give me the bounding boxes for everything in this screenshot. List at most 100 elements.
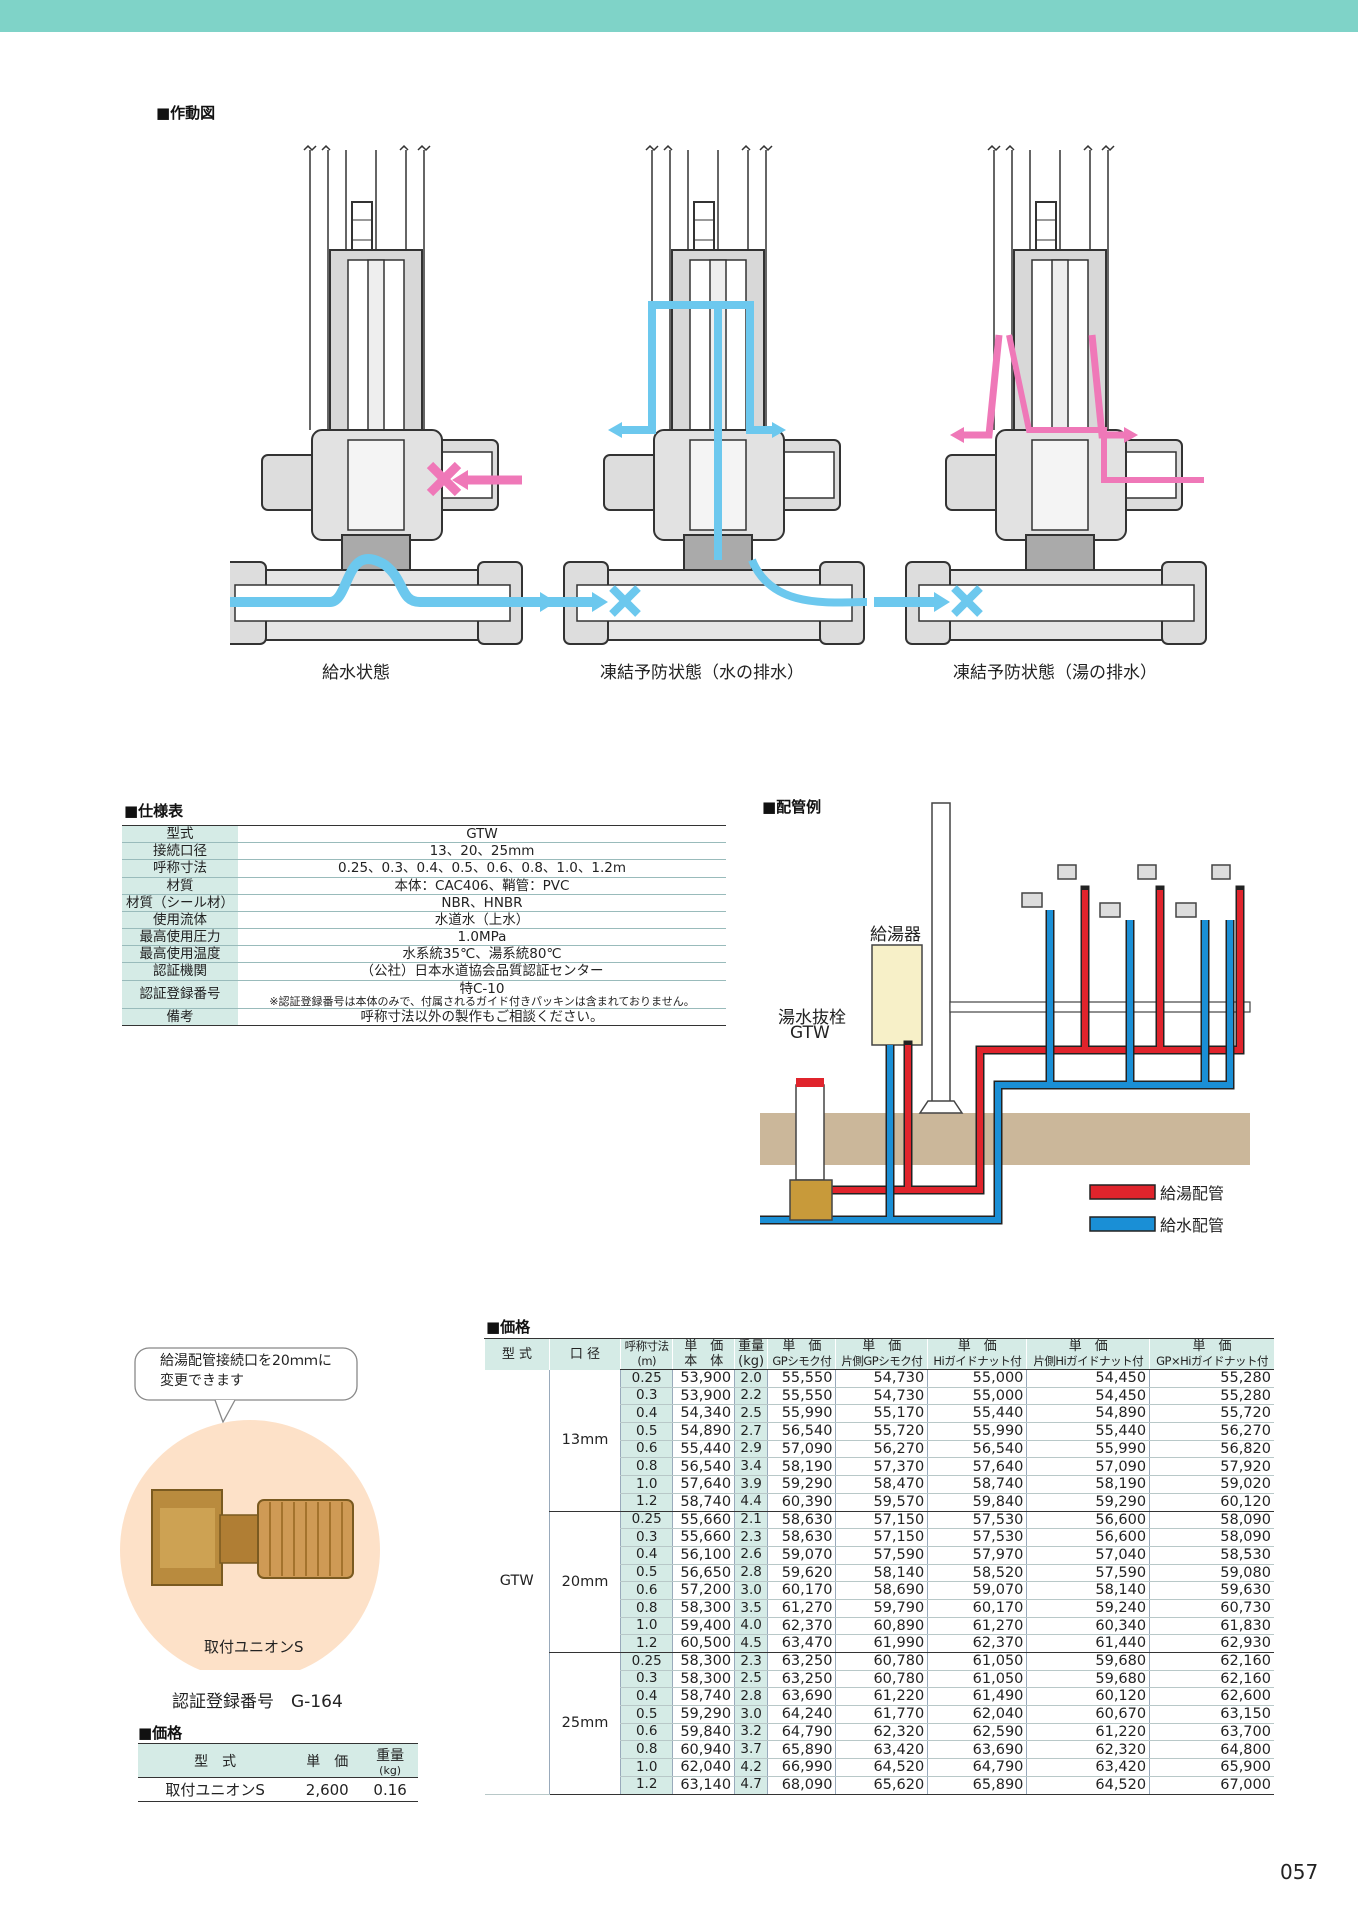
price-cell: 63,150 [1149,1705,1274,1724]
price-cell: 55,280 [1149,1387,1274,1406]
size-cell: 0.5 [619,1564,673,1583]
price-cell: 61,440 [1026,1634,1150,1653]
price-cell: 60,170 [767,1581,836,1600]
spec-row: 材質本体：CAC406、鞘管：PVC [122,877,726,895]
operation-diagrams [230,145,1207,645]
price-cell: 58,190 [1026,1475,1150,1494]
price-cell: 59,620 [767,1564,836,1583]
price-cell: 61,220 [835,1687,928,1707]
price-cell: 57,590 [1026,1564,1150,1583]
union-price-title: ■価格 [138,1724,183,1742]
price-cell: 57,150 [835,1511,928,1530]
legend-hot-label: 給湯配管 [1160,1184,1225,1203]
price-cell: 65,900 [1149,1758,1274,1777]
weight-cell: 4.4 [734,1493,768,1512]
price-cell: 57,090 [1026,1457,1150,1477]
price-cell: 59,290 [672,1705,735,1724]
price-cell: 55,000 [927,1387,1027,1406]
union-price-table: 型 式 単 価 重量(kg) 取付ユニオンS 2,600 0.16 [138,1743,418,1802]
model-cell: GTW [484,1369,550,1795]
legend-cold-label: 給水配管 [1160,1216,1225,1235]
size-cell: 0.3 [619,1387,673,1406]
price-cell: 55,990 [767,1404,836,1424]
operation-section-title: ■作動図 [156,104,216,122]
size-cell: 0.25 [619,1511,673,1530]
price-cell: 61,270 [767,1599,836,1618]
price-cell: 63,420 [835,1740,928,1760]
price-cell: 60,120 [1026,1687,1150,1707]
union-label: 取付ユニオンS [204,1638,304,1656]
price-cell: 57,640 [927,1457,1027,1477]
price-cell: 63,420 [1026,1758,1150,1777]
price-cell: 64,790 [927,1758,1027,1777]
price-cell: 60,390 [767,1493,836,1512]
price-cell: 63,250 [767,1670,836,1689]
size-cell: 0.4 [619,1404,673,1424]
price-cell: 57,590 [835,1546,928,1565]
price-cell: 67,000 [1149,1776,1274,1795]
price-cell: 59,680 [1026,1652,1150,1671]
weight-cell: 2.0 [734,1369,768,1388]
weight-cell: 2.9 [734,1440,768,1459]
price-cell: 65,890 [767,1740,836,1760]
size-cell: 0.6 [619,1440,673,1459]
price-cell: 62,160 [1149,1652,1274,1671]
weight-cell: 3.0 [734,1705,768,1724]
price-cell: 65,620 [835,1776,928,1795]
price-cell: 60,340 [1026,1617,1150,1636]
weight-cell: 3.5 [734,1599,768,1618]
weight-cell: 2.6 [734,1546,768,1565]
spec-row: 認証登録番号特C-10※認証登録番号は本体のみで、付属されるガイド付きパッキンは… [122,980,726,1010]
price-cell: 54,890 [672,1422,735,1441]
price-cell: 54,730 [835,1369,928,1388]
size-cell: 1.0 [619,1758,673,1777]
price-cell: 58,300 [672,1599,735,1618]
size-cell: 1.2 [619,1776,673,1795]
weight-cell: 3.4 [734,1457,768,1477]
size-cell: 0.6 [619,1581,673,1600]
price-cell: 60,120 [1149,1493,1274,1512]
price-cell: 63,250 [767,1652,836,1671]
price-cell: 55,000 [927,1369,1027,1388]
price-cell: 53,900 [672,1369,735,1388]
price-cell: 60,730 [1149,1599,1274,1618]
size-cell: 0.5 [619,1705,673,1724]
price-cell: 62,930 [1149,1634,1274,1653]
price-cell: 58,530 [1149,1546,1274,1565]
size-cell: 0.3 [619,1528,673,1547]
spec-row: 認証機関（公社）日本水道協会品質認証センター [122,962,726,981]
price-cell: 60,500 [672,1634,735,1653]
diagram-caption-water-drain: 凍結予防状態（水の排水） [600,663,804,683]
spec-row: 材質（シール材）NBR、HNBR [122,894,726,912]
weight-cell: 4.2 [734,1758,768,1777]
size-cell: 0.25 [619,1369,673,1388]
price-cell: 56,600 [1026,1528,1150,1547]
spec-note: ※認証登録番号は本体のみで、付属されるガイド付きパッキンは含まれておりません。 [269,994,695,1008]
size-cell: 1.0 [619,1617,673,1636]
weight-cell: 2.8 [734,1564,768,1583]
price-cell: 59,400 [672,1617,735,1636]
spec-row: 備考呼称寸法以外の製作もご相談ください。 [122,1008,726,1027]
price-cell: 60,780 [835,1652,928,1671]
weight-cell: 3.7 [734,1740,768,1760]
price-cell: 58,300 [672,1670,735,1689]
spec-row: 使用流体水道水（上水） [122,911,726,930]
price-cell: 60,890 [835,1617,928,1636]
